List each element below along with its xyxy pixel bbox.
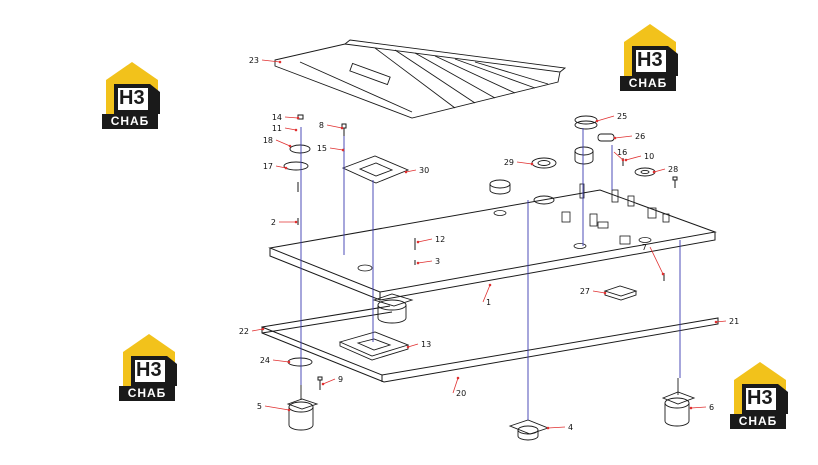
callout-label-2: 2: [271, 218, 276, 227]
plate-fittings: [357, 183, 670, 272]
callout-leader-10: [624, 155, 642, 162]
logo-text: СНАБ: [620, 76, 676, 91]
mount-5: [286, 385, 319, 431]
callout-leader-17: [275, 165, 288, 170]
callout-label-6: 6: [709, 403, 714, 412]
mount-6: [661, 378, 696, 427]
callout-label-5: 5: [257, 402, 262, 411]
callout-label-11: 11: [272, 124, 282, 133]
mount-central: [372, 293, 414, 324]
callout-label-13: 13: [421, 340, 431, 349]
callout-label-17: 17: [263, 162, 273, 171]
callout-leader-13: [406, 343, 419, 349]
brand-logo-bottom-right: Н3 СНАБ: [728, 358, 794, 432]
callout-label-8: 8: [319, 121, 324, 130]
callout-leader-25: [595, 115, 615, 123]
callout-label-25: 25: [617, 112, 627, 121]
frame-rails: [261, 305, 719, 383]
brand-logo-top-left: Н3 СНАБ: [100, 58, 166, 132]
callout-label-9: 9: [338, 375, 343, 384]
callout-label-28: 28: [668, 165, 678, 174]
logo-text: СНАБ: [102, 114, 158, 129]
logo-letters: Н3: [747, 387, 773, 409]
callout-label-26: 26: [635, 132, 645, 141]
callout-leader-5: [264, 405, 291, 412]
rings: [283, 115, 656, 367]
callout-label-3: 3: [435, 257, 440, 266]
callout-leader-21: [714, 320, 727, 324]
callout-leader-9: [321, 378, 336, 386]
mount-4: [508, 419, 550, 441]
callout-label-18: 18: [263, 136, 273, 145]
pad-27: [603, 285, 638, 301]
brand-logo-top-right: Н3 СНАБ: [618, 20, 684, 94]
cover-tray: [274, 39, 567, 119]
logo-letters: Н3: [637, 49, 663, 71]
logo-letters: Н3: [119, 87, 145, 109]
callout-label-15: 15: [317, 144, 327, 153]
callout-label-1: 1: [486, 298, 491, 307]
callout-leader-11: [284, 127, 298, 132]
callout-leader-26: [613, 135, 633, 140]
callout-label-24: 24: [260, 356, 270, 365]
callout-leader-23: [261, 59, 282, 64]
callout-leader-8: [326, 124, 344, 130]
callout-leader-1: [482, 283, 492, 303]
callout-leader-20: [452, 376, 460, 394]
gasket-30: [341, 155, 410, 184]
callout-leader-28: [652, 168, 666, 174]
callout-leader-29: [516, 161, 534, 166]
callout-leader-6: [689, 406, 707, 410]
callout-leader-15: [329, 147, 345, 152]
logo-text: СНАБ: [730, 414, 786, 429]
callout-label-20: 20: [456, 389, 466, 398]
callout-label-14: 14: [272, 113, 282, 122]
callout-label-16: 16: [617, 148, 627, 157]
callout-label-29: 29: [504, 158, 514, 167]
callout-leader-14: [284, 116, 300, 120]
base-plate: [268, 189, 717, 301]
logo-letters: Н3: [136, 359, 162, 381]
callout-leader-3: [416, 260, 433, 265]
callout-label-30: 30: [419, 166, 429, 175]
callout-leader-24: [272, 359, 291, 364]
callout-label-7: 7: [642, 243, 647, 252]
callout-label-12: 12: [435, 235, 445, 244]
pad-13: [338, 331, 410, 361]
callout-leader-7: [649, 246, 665, 276]
brand-logo-bottom-left: Н3 СНАБ: [117, 330, 183, 404]
callout-label-23: 23: [249, 56, 259, 65]
callout-leader-4: [546, 426, 566, 430]
callout-label-27: 27: [580, 287, 590, 296]
callout-label-10: 10: [644, 152, 654, 161]
callout-leader-22: [251, 327, 265, 332]
callout-leader-16: [613, 151, 625, 162]
callout-leader-30: [404, 169, 417, 174]
assembly-axes: [300, 127, 681, 420]
callout-leader-27: [592, 290, 607, 295]
callout-leader-12: [416, 238, 433, 244]
callout-label-22: 22: [239, 327, 249, 336]
callout-leader-18: [275, 139, 292, 148]
logo-text: СНАБ: [119, 386, 175, 401]
callout-label-21: 21: [729, 317, 739, 326]
callout-label-4: 4: [568, 423, 573, 432]
